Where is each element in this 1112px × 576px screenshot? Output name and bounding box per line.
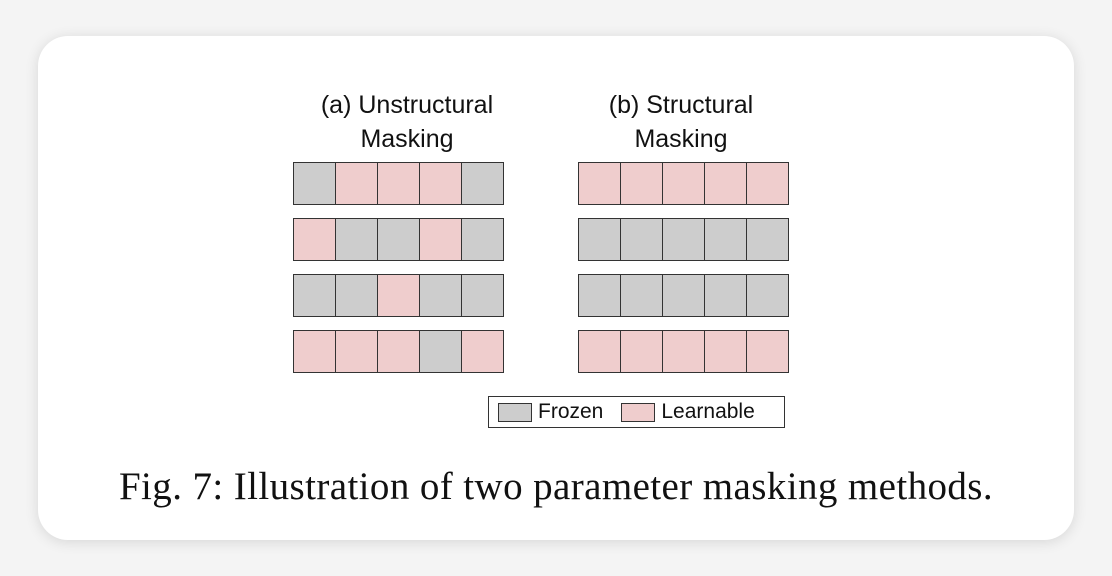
learnable-cell bbox=[377, 330, 420, 373]
learnable-cell bbox=[662, 162, 705, 205]
panel-b-title-line1: (b) Structural bbox=[608, 91, 754, 119]
frozen-legend-label: Frozen bbox=[538, 400, 604, 423]
learnable-cell bbox=[335, 162, 378, 205]
learnable-legend-label: Learnable bbox=[661, 400, 755, 423]
frozen-cell bbox=[419, 330, 462, 373]
learnable-swatch bbox=[621, 402, 656, 422]
mask-row bbox=[293, 274, 504, 317]
learnable-cell bbox=[419, 218, 462, 261]
frozen-cell bbox=[662, 218, 705, 261]
learnable-cell bbox=[746, 162, 789, 205]
frozen-cell bbox=[746, 274, 789, 317]
unstructural-mask-grid bbox=[293, 162, 504, 386]
mask-row bbox=[293, 330, 504, 373]
mask-row bbox=[578, 218, 789, 261]
frozen-cell bbox=[293, 162, 336, 205]
learnable-cell bbox=[335, 330, 378, 373]
figure-card bbox=[38, 36, 1074, 540]
learnable-cell bbox=[419, 162, 462, 205]
panel-a-title-line1: (a) Unstructural bbox=[320, 91, 494, 119]
mask-row bbox=[578, 274, 789, 317]
frozen-cell bbox=[704, 274, 747, 317]
learnable-cell bbox=[620, 330, 663, 373]
frozen-cell bbox=[578, 274, 621, 317]
learnable-cell bbox=[578, 162, 621, 205]
structural-mask-grid bbox=[578, 162, 789, 386]
frozen-cell bbox=[746, 218, 789, 261]
learnable-cell bbox=[704, 162, 747, 205]
frozen-cell bbox=[461, 218, 504, 261]
learnable-cell bbox=[461, 330, 504, 373]
frozen-cell bbox=[662, 274, 705, 317]
panel-b-title: (b) Structural Masking bbox=[551, 88, 811, 156]
learnable-cell bbox=[377, 162, 420, 205]
frozen-cell bbox=[578, 218, 621, 261]
panel-a-title: (a) Unstructural Masking bbox=[277, 88, 537, 156]
frozen-cell bbox=[704, 218, 747, 261]
panel-a-title-line2: Masking bbox=[360, 125, 454, 153]
learnable-cell bbox=[293, 330, 336, 373]
panel-b-title-line2: Masking bbox=[634, 125, 728, 153]
figure-caption: Fig. 7: Illustration of two parameter ma… bbox=[118, 465, 994, 508]
frozen-swatch bbox=[498, 402, 532, 422]
learnable-cell bbox=[377, 274, 420, 317]
frozen-cell bbox=[377, 218, 420, 261]
learnable-cell bbox=[578, 330, 621, 373]
frozen-cell bbox=[419, 274, 462, 317]
mask-row bbox=[293, 162, 504, 205]
learnable-cell bbox=[746, 330, 789, 373]
frozen-cell bbox=[335, 218, 378, 261]
frozen-cell bbox=[620, 274, 663, 317]
frozen-cell bbox=[620, 218, 663, 261]
frozen-cell bbox=[293, 274, 336, 317]
mask-row bbox=[578, 330, 789, 373]
mask-row bbox=[293, 218, 504, 261]
mask-row bbox=[578, 162, 789, 205]
legend: Frozen Learnable bbox=[488, 396, 785, 428]
frozen-cell bbox=[461, 274, 504, 317]
learnable-cell bbox=[704, 330, 747, 373]
frozen-cell bbox=[461, 162, 504, 205]
frozen-cell bbox=[335, 274, 378, 317]
learnable-cell bbox=[620, 162, 663, 205]
learnable-cell bbox=[662, 330, 705, 373]
learnable-cell bbox=[293, 218, 336, 261]
